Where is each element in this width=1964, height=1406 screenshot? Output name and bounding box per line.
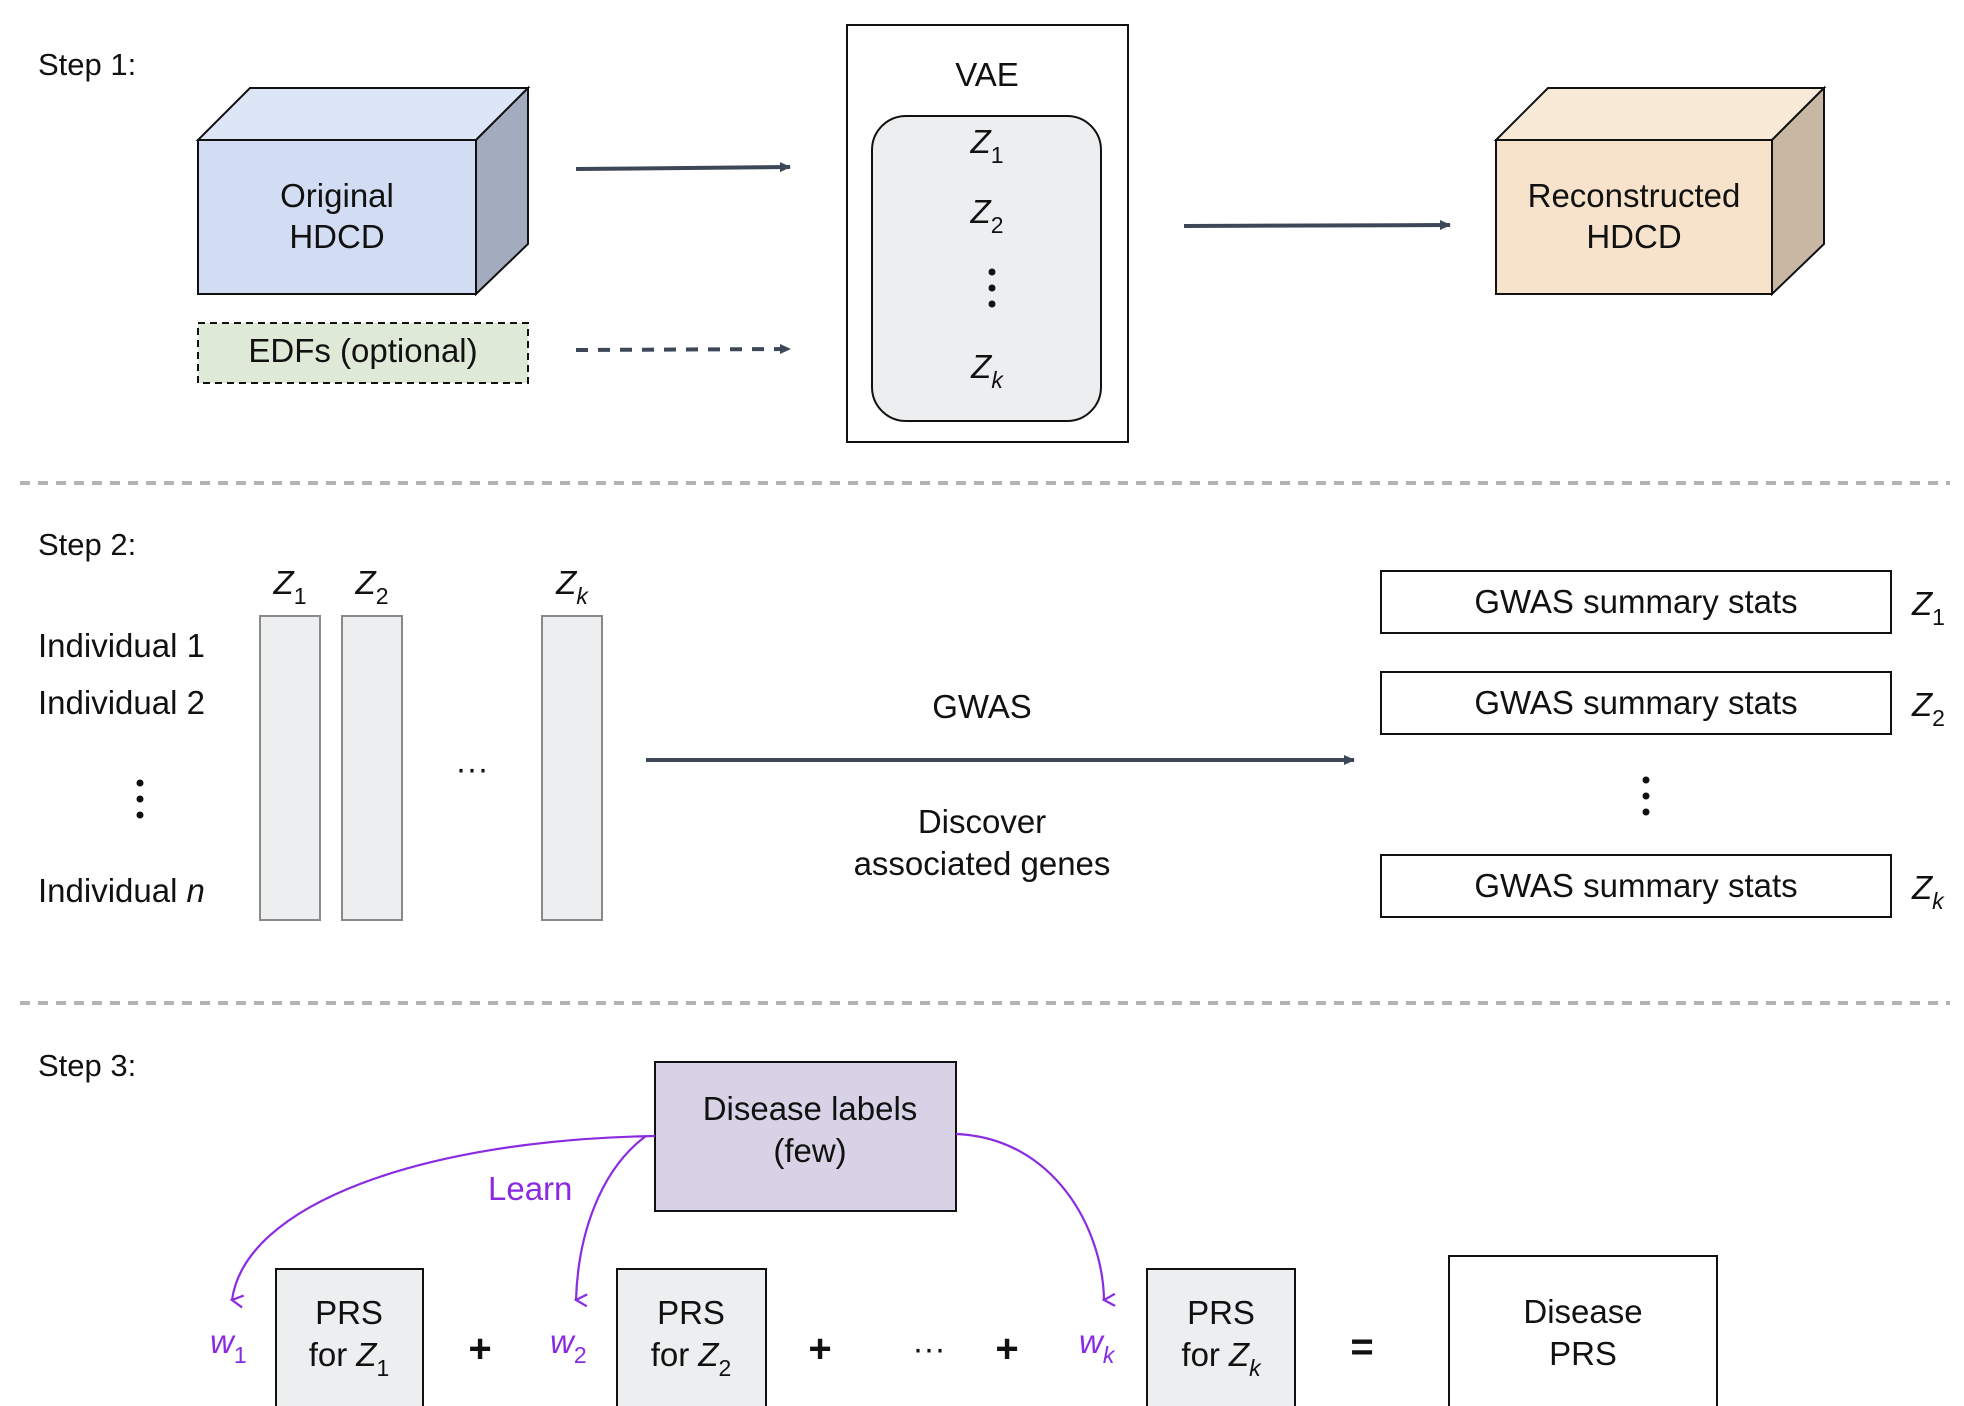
gwas-summary-box-2: GWAS summary stats (1380, 671, 1892, 735)
vae-dot-2 (988, 284, 996, 292)
prs-box-zk-line1: PRS (1187, 1294, 1255, 1331)
individual-2-label: Individual 2 (38, 684, 205, 721)
prs-box-z2-line1: PRS (657, 1294, 725, 1331)
column-zk (541, 615, 603, 921)
vae-zk: Zk (970, 348, 1004, 393)
recon-cube-front (1495, 139, 1773, 295)
arrow-vae-to-reconstructed (1183, 220, 1451, 231)
learn-arrow-w1 (232, 1134, 656, 1300)
learn-arrow-wk (955, 1132, 1104, 1300)
original-hdcd-cube: Original HDCD (195, 85, 531, 297)
disease-labels-line2: (few) (773, 1132, 846, 1169)
individuals-vdot-2 (136, 795, 144, 803)
vae-dot-1 (988, 268, 996, 276)
gwas-z1-label: Z1 (1911, 585, 1945, 630)
plus-sign-1: + (468, 1327, 491, 1371)
disease-labels-box: Disease labels (few) (654, 1061, 957, 1212)
gwas-summary-box-2-label: GWAS summary stats (1474, 684, 1797, 721)
gwas-summary-box-k: GWAS summary stats (1380, 854, 1892, 918)
vae-title: VAE (955, 56, 1019, 93)
disease-labels-line1: Disease labels (703, 1090, 918, 1127)
gwas-summary-box-1-label: GWAS summary stats (1474, 583, 1797, 620)
gwas-summary-box-k-label: GWAS summary stats (1474, 867, 1797, 904)
recon-cube-top (1493, 87, 1827, 141)
discover-label-line2: associated genes (854, 845, 1111, 882)
gwas-vdot-2 (1642, 792, 1650, 800)
prs-box-z1-line1: PRS (315, 1294, 383, 1331)
vae-z1: Z1 (970, 123, 1004, 168)
vae-z2: Z2 (970, 193, 1004, 238)
column-z1 (259, 615, 321, 921)
column-z1-header: Z1 (273, 564, 307, 609)
plus-sign-3: + (995, 1327, 1018, 1371)
arrow-edfs-to-vae (575, 344, 791, 355)
original-cube-front (197, 139, 477, 295)
reconstructed-hdcd-cube: Reconstructed HDCD (1493, 85, 1827, 297)
individuals-vdot-1 (136, 779, 144, 787)
recon-label-line2: HDCD (1586, 218, 1681, 255)
latent-space-box (871, 115, 1102, 422)
weight-wk: wk (1079, 1323, 1116, 1368)
equals-sign: = (1350, 1325, 1373, 1369)
column-zk-header: Zk (555, 564, 589, 609)
step2-label: Step 2: (38, 527, 136, 562)
original-label-line2: HDCD (289, 218, 384, 255)
plus-sign-2: + (808, 1327, 831, 1371)
recon-label-line1: Reconstructed (1528, 177, 1741, 214)
gwas-vdot-3 (1642, 808, 1650, 816)
disease-prs-line2: PRS (1549, 1335, 1617, 1372)
gwas-zk-label: Zk (1911, 869, 1945, 914)
original-label-line1: Original (280, 177, 394, 214)
vae-box: VAE Z1 Z2 Zk (846, 24, 1129, 443)
arrow-original-to-vae (575, 162, 791, 173)
step1-label: Step 1: (38, 47, 136, 82)
gwas-z2-label: Z2 (1911, 686, 1945, 731)
edfs-label: EDFs (optional) (248, 332, 477, 369)
learn-label: Learn (488, 1170, 572, 1207)
column-z2-header: Z2 (355, 564, 389, 609)
weight-w2: w2 (550, 1323, 587, 1368)
edfs-box: EDFs (optional) (197, 322, 529, 384)
gwas-summary-box-1: GWAS summary stats (1380, 570, 1892, 634)
weight-w1: w1 (210, 1323, 247, 1368)
disease-prs-line1: Disease (1523, 1293, 1642, 1330)
column-z2 (341, 615, 403, 921)
individual-1-label: Individual 1 (38, 627, 205, 664)
discover-label-line1: Discover (918, 803, 1046, 840)
columns-hdots: ··· (456, 750, 489, 787)
individuals-vdot-3 (136, 811, 144, 819)
gwas-vdot-1 (1642, 776, 1650, 784)
prs-hdots: ··· (913, 1330, 946, 1367)
original-cube-top (195, 87, 531, 141)
step3-label: Step 3: (38, 1048, 136, 1083)
vae-dot-3 (988, 300, 996, 308)
disease-prs-box: Disease PRS (1448, 1255, 1718, 1406)
learn-arrow-w2 (576, 1135, 647, 1300)
gwas-arrow-label: GWAS (932, 688, 1032, 725)
